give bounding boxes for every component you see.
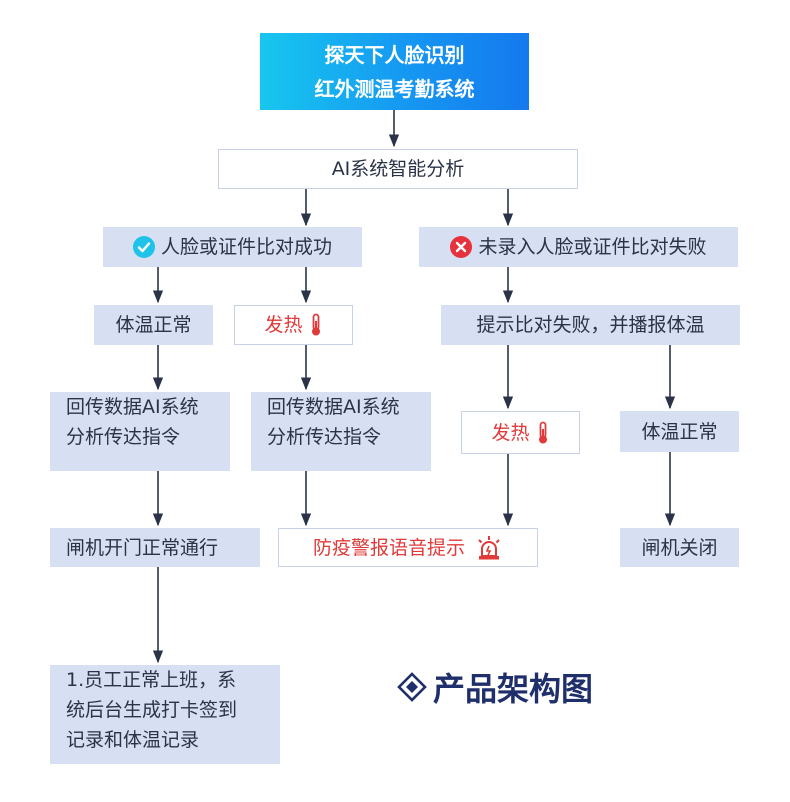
send-back-line2: 分析传达指令	[66, 426, 181, 448]
thermometer-icon	[309, 313, 323, 337]
ai-analysis-label: AI系统智能分析	[331, 158, 465, 180]
gate-closed-label: 闸机关闭	[641, 536, 718, 559]
fever-label: 发热	[264, 314, 303, 336]
diamond-icon	[397, 672, 427, 702]
prompt-failure-label: 提示比对失败，并播报体温	[476, 314, 705, 336]
record-box: 1.员工正常上班，系 统后台生成打卡签到 记录和体温记录	[50, 665, 280, 764]
record-line2: 统后台生成打卡签到	[66, 699, 238, 721]
ai-analysis-box: AI系统智能分析	[218, 149, 578, 189]
send-back-line1: 回传数据AI系统	[267, 396, 400, 418]
prompt-failure-box: 提示比对失败，并播报体温	[441, 305, 740, 345]
record-line1: 1.员工正常上班，系	[66, 669, 237, 691]
system-title-line2: 红外测温考勤系统	[314, 76, 475, 101]
send-back-box-2: 回传数据AI系统 分析传达指令	[251, 392, 431, 471]
send-back-box-1: 回传数据AI系统 分析传达指令	[50, 392, 230, 471]
normal-temp-box-success: 体温正常	[94, 305, 213, 345]
check-icon	[132, 236, 155, 258]
failure-branch-label: 未录入人脸或证件比对失败	[478, 236, 707, 258]
send-back-line2: 分析传达指令	[267, 426, 382, 448]
normal-temp-box-failure: 体温正常	[620, 411, 739, 452]
normal-temp-label: 体温正常	[641, 420, 718, 443]
success-branch-label: 人脸或证件比对成功	[160, 236, 332, 258]
legend-label: 产品架构图	[433, 670, 594, 708]
alarm-label: 防疫警报语音提示	[312, 536, 465, 559]
success-branch-box: 人脸或证件比对成功	[103, 227, 362, 267]
record-line3: 记录和体温记录	[66, 729, 200, 751]
system-title-box: 探天下人脸识别 红外测温考勤系统	[260, 33, 529, 110]
gate-open-label: 闸机开门正常通行	[66, 536, 219, 559]
alarm-box: 防疫警报语音提示	[278, 528, 538, 567]
system-title-line1: 探天下人脸识别	[324, 42, 465, 67]
gate-open-box: 闸机开门正常通行	[50, 528, 260, 567]
thermometer-icon	[536, 421, 550, 445]
legend-title: 产品架构图	[397, 662, 593, 712]
gate-closed-box: 闸机关闭	[620, 528, 739, 567]
alarm-icon	[475, 535, 503, 561]
fever-box-failure: 发热	[461, 411, 580, 454]
normal-temp-label: 体温正常	[115, 314, 192, 336]
send-back-line1: 回传数据AI系统	[66, 396, 199, 418]
fever-label: 发热	[491, 421, 530, 444]
cross-icon	[450, 236, 473, 258]
fever-box-success: 发热	[234, 305, 353, 345]
failure-branch-box: 未录入人脸或证件比对失败	[419, 227, 738, 267]
